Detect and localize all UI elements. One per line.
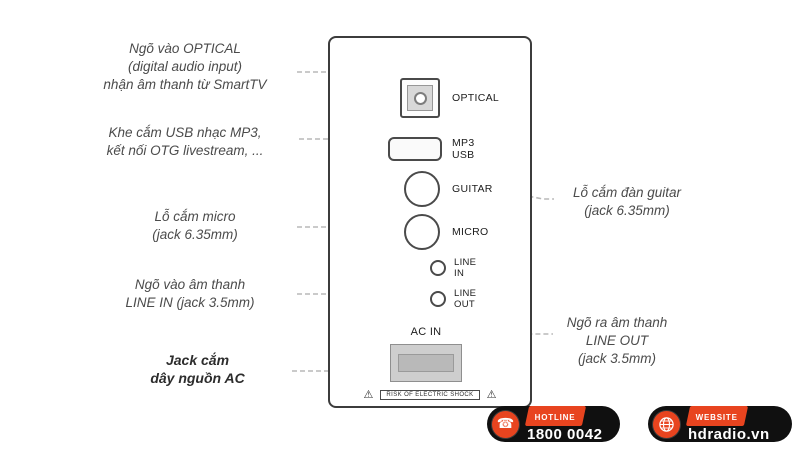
guitar-jack-label: GUITAR <box>452 183 493 195</box>
note-guitar-line2: (jack 6.35mm) <box>584 203 670 218</box>
micro-jack <box>404 214 440 250</box>
guitar-jack <box>404 171 440 207</box>
hotline-tag: HOTLINE <box>524 405 586 426</box>
globe-icon <box>653 410 680 438</box>
phone-icon-glyph: ☎ <box>496 416 515 432</box>
note-optical-line1: Ngõ vào OPTICAL <box>129 41 241 56</box>
optical-port-inner <box>407 85 433 111</box>
warning-triangle-icon: ⚠ <box>363 388 374 401</box>
line-out-jack <box>430 291 446 307</box>
note-ac-line1: Jack cắm <box>165 352 230 368</box>
device-back-panel: OPTICAL MP3 USB GUITAR MICRO LINE IN LIN… <box>328 36 532 408</box>
note-optical-line3: nhận âm thanh từ SmartTV <box>103 77 267 92</box>
usb-port <box>388 137 442 161</box>
website-badge: WEBSITE hdradio.vn <box>648 405 792 443</box>
note-usb-line1: Khe cắm USB nhạc MP3, <box>108 125 262 140</box>
website-tag-label: WEBSITE <box>695 412 738 422</box>
note-usb-line2: kết nối OTG livestream, ... <box>106 143 264 158</box>
note-usb: Khe cắm USB nhạc MP3, kết nối OTG livest… <box>75 124 295 160</box>
optical-port-dot <box>413 91 427 105</box>
note-line-in-line1: Ngõ vào âm thanh <box>134 277 246 292</box>
usb-port-label-line2: USB <box>452 149 475 161</box>
note-line-in-line2: LINE IN (jack 3.5mm) <box>125 295 255 310</box>
note-line-out-line3: (jack 3.5mm) <box>577 351 656 366</box>
note-optical-line2: (digital audio input) <box>127 59 243 74</box>
globe-icon-svg <box>659 416 674 432</box>
phone-icon: ☎ <box>492 410 519 438</box>
note-line-out: Ngõ ra âm thanh LINE OUT (jack 3.5mm) <box>552 314 682 368</box>
optical-port-label: OPTICAL <box>452 92 500 104</box>
hotline-badge: ☎ HOTLINE 1800 0042 <box>487 405 620 443</box>
note-optical: Ngõ vào OPTICAL (digital audio input) nh… <box>75 40 295 94</box>
line-out-label-line2: OUT <box>454 299 475 310</box>
warning-strip: ⚠ RISK OF ELECTRIC SHOCK ⚠ <box>330 389 530 400</box>
ac-power-inlet-socket <box>398 354 454 372</box>
note-micro: Lỗ cắm micro (jack 6.35mm) <box>95 208 295 244</box>
hotline-number: 1800 0042 <box>527 425 603 443</box>
note-ac: Jack cắm dây nguồn AC <box>105 351 290 387</box>
note-line-out-line1: Ngõ ra âm thanh <box>566 315 668 330</box>
note-micro-line2: (jack 6.35mm) <box>152 227 238 242</box>
hotline-tag-label: HOTLINE <box>534 412 576 422</box>
note-line-in: Ngõ vào âm thanh LINE IN (jack 3.5mm) <box>85 276 295 312</box>
warning-triangle-icon: ⚠ <box>486 388 497 401</box>
note-micro-line1: Lỗ cắm micro <box>154 209 236 224</box>
website-tag: WEBSITE <box>685 405 749 426</box>
note-guitar-line1: Lỗ cắm đàn guitar <box>572 185 682 200</box>
optical-port-icon <box>400 78 440 118</box>
line-in-jack <box>430 260 446 276</box>
line-in-label-line1: LINE <box>454 257 477 268</box>
note-line-out-line2: LINE OUT <box>585 333 649 348</box>
note-guitar: Lỗ cắm đàn guitar (jack 6.35mm) <box>552 184 702 220</box>
website-url: hdradio.vn <box>688 425 770 443</box>
note-ac-line2: dây nguồn AC <box>150 370 245 386</box>
line-out-label-line1: LINE <box>454 288 477 299</box>
warning-text: RISK OF ELECTRIC SHOCK <box>380 389 480 400</box>
micro-jack-label: MICRO <box>452 226 489 238</box>
line-in-label-line2: IN <box>454 268 465 279</box>
usb-port-label-line1: MP3 <box>452 137 475 149</box>
ac-in-label: AC IN <box>410 326 442 338</box>
ac-power-inlet <box>390 344 462 382</box>
